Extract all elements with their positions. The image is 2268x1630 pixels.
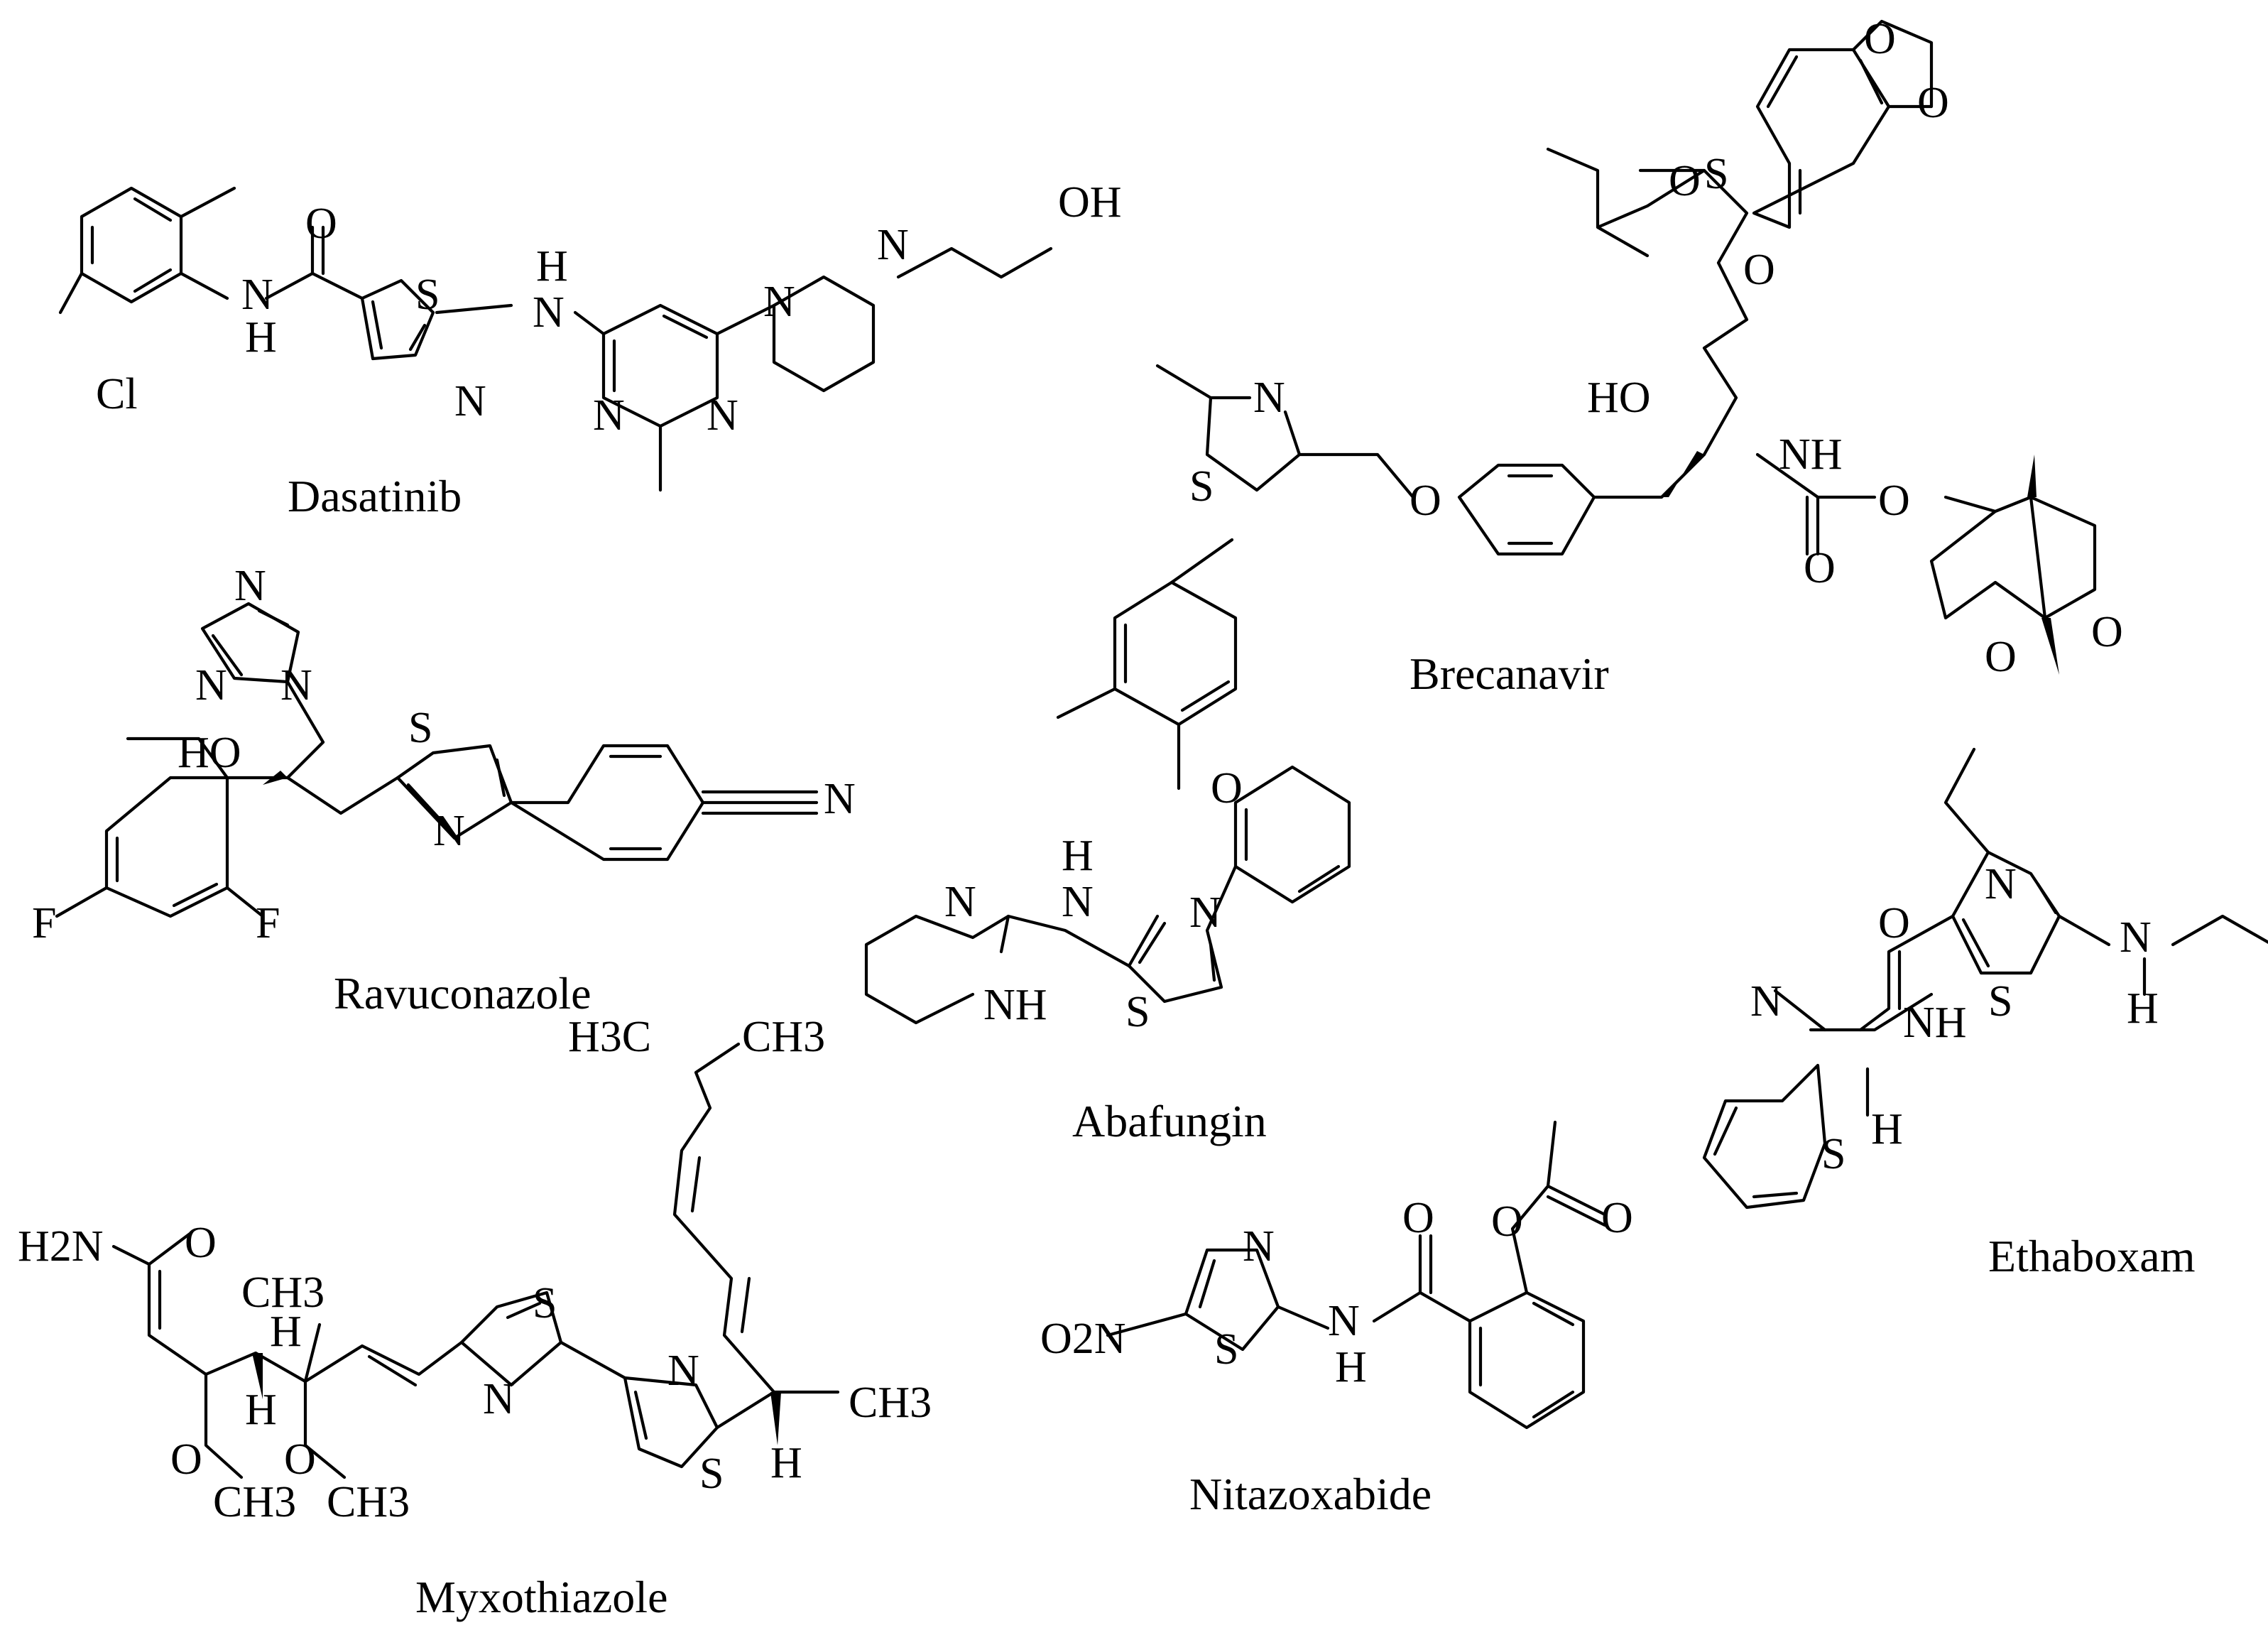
atom-label: S xyxy=(1821,1130,1846,1178)
atom-label: H xyxy=(1871,1105,1903,1153)
dasatinib-structure: O N H Cl S N H N N N N N OH Dasatinib xyxy=(58,178,1122,521)
atom-label: S xyxy=(1214,1325,1238,1374)
atom-label: O xyxy=(1410,477,1441,525)
atom-label: N xyxy=(1253,374,1285,422)
atom-label: S xyxy=(1125,988,1150,1036)
atom-label: H xyxy=(245,313,277,362)
atom-label: H xyxy=(2127,984,2159,1033)
atom-label: O xyxy=(1211,764,1243,813)
atom-label: O xyxy=(305,200,337,248)
atom-label: O xyxy=(1804,544,1836,592)
atom-label: O xyxy=(1878,477,1910,525)
atom-label: N xyxy=(433,807,465,855)
atom-label: N xyxy=(280,661,312,710)
atom-label: N xyxy=(533,288,565,337)
atom-label: H xyxy=(536,242,568,290)
atom-label: N xyxy=(1189,889,1221,937)
compound-name-abafungin: Abafungin xyxy=(1072,1096,1267,1146)
atom-label: H xyxy=(245,1386,277,1434)
atom-label: N xyxy=(593,391,625,440)
atom-label: CH3 xyxy=(327,1478,410,1526)
atom-label: H xyxy=(1062,832,1094,880)
atom-label: CH3 xyxy=(742,1013,825,1061)
atom-label: S xyxy=(1189,462,1214,511)
atom-label: OH xyxy=(1058,178,1122,227)
atom-label: S xyxy=(1704,150,1728,198)
nitazoxabide-structure: O2N N S N H O O O Nitazoxabide xyxy=(1040,1120,1633,1519)
atom-label: O2N xyxy=(1040,1315,1126,1363)
atom-label: NH xyxy=(983,981,1047,1029)
atom-label: O xyxy=(1402,1194,1434,1242)
atom-label: N xyxy=(2120,913,2152,962)
compound-name-ethaboxam: Ethaboxam xyxy=(1988,1231,2195,1281)
atom-label: H2N xyxy=(18,1222,104,1271)
atom-label: O xyxy=(284,1435,316,1484)
atom-label: H3C xyxy=(568,1013,651,1061)
atom-label: O xyxy=(185,1219,217,1267)
atom-label: N xyxy=(195,661,227,710)
atom-label: S xyxy=(533,1279,557,1327)
atom-label: Cl xyxy=(96,370,138,418)
atom-label: S xyxy=(699,1450,724,1498)
ethaboxam-structure: N O S N H N NH H S Ethaboxam xyxy=(1702,747,2268,1281)
abafungin-structure: O H N N NH N S Abafungin xyxy=(864,538,1351,1146)
atom-label: H xyxy=(270,1308,302,1356)
atom-label: N xyxy=(1750,977,1782,1026)
atom-label: N xyxy=(877,221,909,269)
atom-label: N xyxy=(241,271,273,319)
atom-label: N xyxy=(1062,878,1094,926)
atom-label: O xyxy=(1878,899,1910,947)
atom-label: O xyxy=(2091,608,2123,656)
atom-label: F xyxy=(256,899,280,947)
ravuconazole-structure: N N N HO S N N F F Ravuconazole xyxy=(32,562,856,1018)
atom-label: N xyxy=(483,1375,515,1423)
compound-name-ravuconazole: Ravuconazole xyxy=(334,968,591,1018)
compound-name-nitazoxabide: Nitazoxabide xyxy=(1189,1469,1432,1519)
atom-label: CH3 xyxy=(241,1268,325,1317)
atom-label: H xyxy=(770,1439,802,1487)
brecanavir-structure: O O O S O N S O HO NH O O O O Brecanavir xyxy=(1155,15,2123,699)
atom-label: O xyxy=(1864,15,1896,63)
atom-label: N xyxy=(667,1347,699,1395)
myxothiazole-structure: H2N O CH3 H H O CH3 O CH3 S N N S H CH3 … xyxy=(18,1013,932,1622)
atom-label: O xyxy=(170,1435,202,1484)
atom-label: N xyxy=(763,278,795,326)
atom-label: HO xyxy=(1587,374,1651,422)
atom-label: N xyxy=(1985,860,2017,908)
atom-label: O xyxy=(1601,1194,1633,1242)
atom-label: N xyxy=(824,775,856,823)
atom-label: O xyxy=(1743,246,1775,294)
atom-label: CH3 xyxy=(849,1379,932,1427)
compound-name-dasatinib: Dasatinib xyxy=(288,471,462,521)
compound-name-myxothiazole: Myxothiazole xyxy=(415,1572,667,1622)
atom-label: CH3 xyxy=(213,1478,296,1526)
atom-label: S xyxy=(415,271,440,319)
atom-label: N xyxy=(707,391,738,440)
atom-label: N xyxy=(1328,1297,1360,1345)
atom-label: N xyxy=(234,562,266,610)
atom-label: S xyxy=(408,704,432,752)
atom-label: HO xyxy=(178,729,241,777)
atom-label: O xyxy=(1491,1197,1523,1246)
atom-label: S xyxy=(1988,977,2012,1026)
compound-name-brecanavir: Brecanavir xyxy=(1410,648,1609,699)
atom-label: NH xyxy=(1779,430,1843,479)
atom-label: F xyxy=(32,899,56,947)
atom-label: O xyxy=(1985,633,2017,681)
atom-label: O xyxy=(1669,157,1701,205)
atom-label: NH xyxy=(1903,999,1967,1047)
atom-label: N xyxy=(454,377,486,425)
atom-label: N xyxy=(1243,1222,1275,1271)
atom-label: N xyxy=(944,878,976,926)
atom-label: H xyxy=(1335,1343,1367,1391)
atom-label: O xyxy=(1917,79,1949,127)
